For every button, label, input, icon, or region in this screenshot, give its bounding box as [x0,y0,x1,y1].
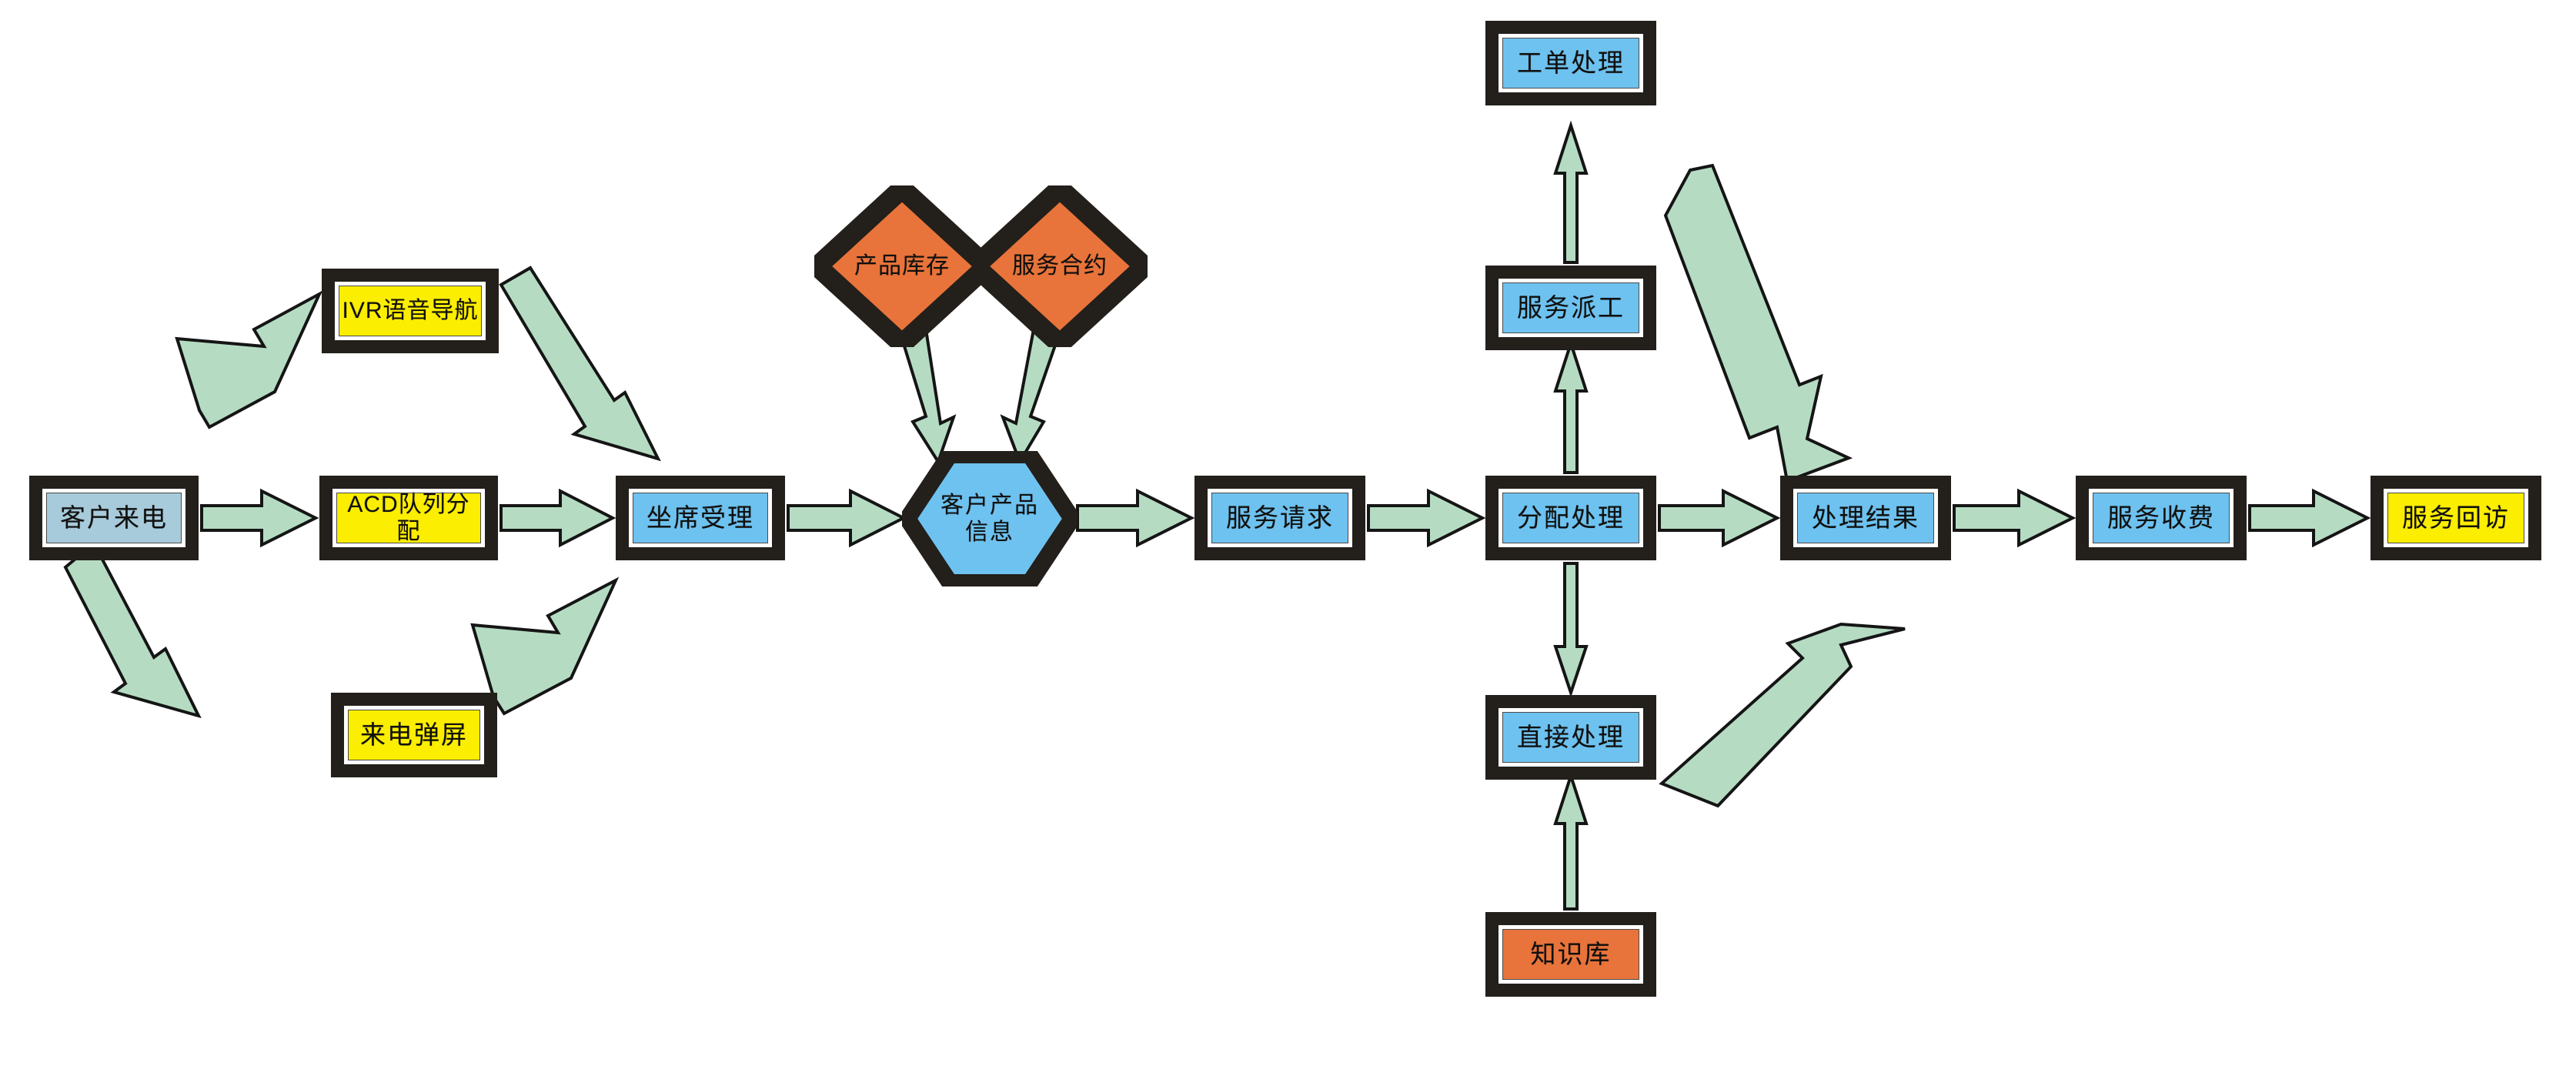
node-label: 分配处理 [1517,503,1625,532]
node-zuoxi-shouli[interactable]: 坐席受理 [616,476,785,560]
node-laidian-tanping[interactable]: 来电弹屏 [331,693,497,777]
node-zhishiku[interactable]: 知识库 [1485,912,1656,997]
arrow-zhijiechuli-to-chulijieguo [1659,622,1906,808]
arrow-gongdanchuli-to-chulijieguo [1663,163,1853,483]
node-fuwu-shoufei[interactable]: 服务收费 [2076,476,2247,560]
arrow-fenpeichuli-to-chuliijieguo [1658,488,1781,548]
node-label: 服务派工 [1517,292,1625,322]
node-ivr-yuyin-daohang[interactable]: IVR语音导航 [322,269,499,353]
arrow-zuoxi-to-kehuchanpin [787,488,907,548]
node-label: 坐席受理 [647,503,754,532]
arrow-fenpeichuli-to-fuwupaigong [1553,338,1589,474]
node-kehu-laidian[interactable]: 客户来电 [29,476,199,560]
arrow-fuwuheyue-to-kehuchanpin [1000,328,1074,466]
arrow-kehulaidian-to-laidiantanping [63,540,202,719]
node-label: 直接处理 [1517,722,1625,751]
arrow-ivr-to-zuoxi-upper [499,266,661,462]
node-label: 客户产品 信息 [941,492,1039,545]
arrow-zhishiku-to-zhijiechuli [1553,770,1589,911]
node-fuwu-qingqiu[interactable]: 服务请求 [1194,476,1365,560]
node-fuwu-paigong[interactable]: 服务派工 [1485,266,1656,350]
arrow-chulijieguo-to-fuwushoufei [1953,488,2077,548]
node-label: 来电弹屏 [360,720,468,749]
node-label: 服务回访 [2402,503,2510,532]
node-label: 工单处理 [1517,48,1625,77]
node-chanpin-kucun[interactable]: 产品库存 [814,185,990,347]
node-fenpei-chuli[interactable]: 分配处理 [1485,476,1656,560]
node-chuli-jieguo[interactable]: 处理结果 [1780,476,1951,560]
arrow-chanpinkucun-to-kehuchanpin [885,328,957,466]
arrow-fuwushoufei-to-fuwuhuifang [2248,488,2371,548]
node-label: IVR语音导航 [342,298,479,324]
arrow-fuwuqingqiu-to-fenpeichuli [1367,488,1486,548]
node-label: 知识库 [1530,939,1612,968]
node-label: 服务收费 [2107,503,2215,532]
node-acd-duilie-fenpei[interactable]: ACD队列分配 [319,476,498,560]
arrow-kehulaidian-to-acd [200,488,319,548]
arrow-acd-to-zuoxi [499,488,616,548]
node-fuwu-heyue[interactable]: 服务合约 [972,185,1148,347]
arrow-fenpeichuli-to-zhijiechuli [1553,562,1589,698]
arrow-kehuchanpin-to-fuwuqingqiu [1076,488,1195,548]
node-label: ACD队列分配 [347,491,470,544]
node-fuwu-huifang[interactable]: 服务回访 [2371,476,2541,560]
node-zhijie-chuli[interactable]: 直接处理 [1485,695,1656,780]
node-label: 产品库存 [854,253,950,279]
node-kehu-chanpin-xinxi[interactable]: 客户产品 信息 [902,451,1078,586]
node-label: 服务合约 [1012,253,1108,279]
arrow-kehulaidian-to-ivr [175,290,323,429]
node-gongdan-chuli[interactable]: 工单处理 [1485,21,1656,105]
arrow-fuwupaigong-to-gongdanchuli [1553,120,1589,264]
node-label: 客户来电 [60,503,168,532]
node-label: 服务请求 [1226,503,1334,532]
node-label: 处理结果 [1812,503,1919,532]
